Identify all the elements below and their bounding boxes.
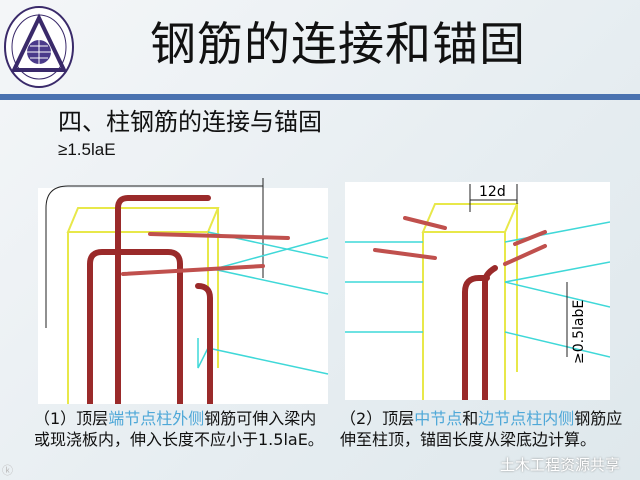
corner-watermark: ⓚ xyxy=(2,464,13,477)
title-divider xyxy=(0,94,640,100)
page-title: 钢筋的连接和锚固 xyxy=(150,17,526,71)
middle-joint-diagram: 12d ≥0.5labE xyxy=(345,182,610,400)
end-joint-diagram xyxy=(38,178,329,404)
caption-text: 钢筋可伸入梁内或现浇板内，伸入长度不应小于1.5laE。 xyxy=(34,409,324,449)
caption-end-joint: （1）顶层端节点柱外侧钢筋可伸入梁内或现浇板内，伸入长度不应小于1.5laE。 xyxy=(34,408,330,450)
section-subtitle: 四、柱钢筋的连接与锚固 xyxy=(58,108,322,136)
caption-highlight: 边节点柱内侧 xyxy=(478,409,575,428)
caption-text: 钢筋应伸至柱顶，锚固长度从梁底边计算。 xyxy=(340,409,623,449)
caption-highlight: 端节点柱外侧 xyxy=(108,409,205,428)
offset-label: 12d xyxy=(479,184,506,200)
caption-text: （1）顶层 xyxy=(34,409,109,428)
caption-text: （2）顶层 xyxy=(340,409,415,428)
anchor-length-label: ≥1.5laE xyxy=(58,140,116,159)
university-logo xyxy=(4,6,74,88)
caption-highlight: 中节点 xyxy=(414,409,463,428)
anchor-depth-label: ≥0.5labE xyxy=(571,300,587,364)
watermark: 土木工程资源共享 xyxy=(500,456,621,474)
caption-middle-joint: （2）顶层中节点和边节点柱内侧钢筋应伸至柱顶，锚固长度从梁底边计算。 xyxy=(340,408,630,450)
caption-text: 和 xyxy=(462,409,479,428)
